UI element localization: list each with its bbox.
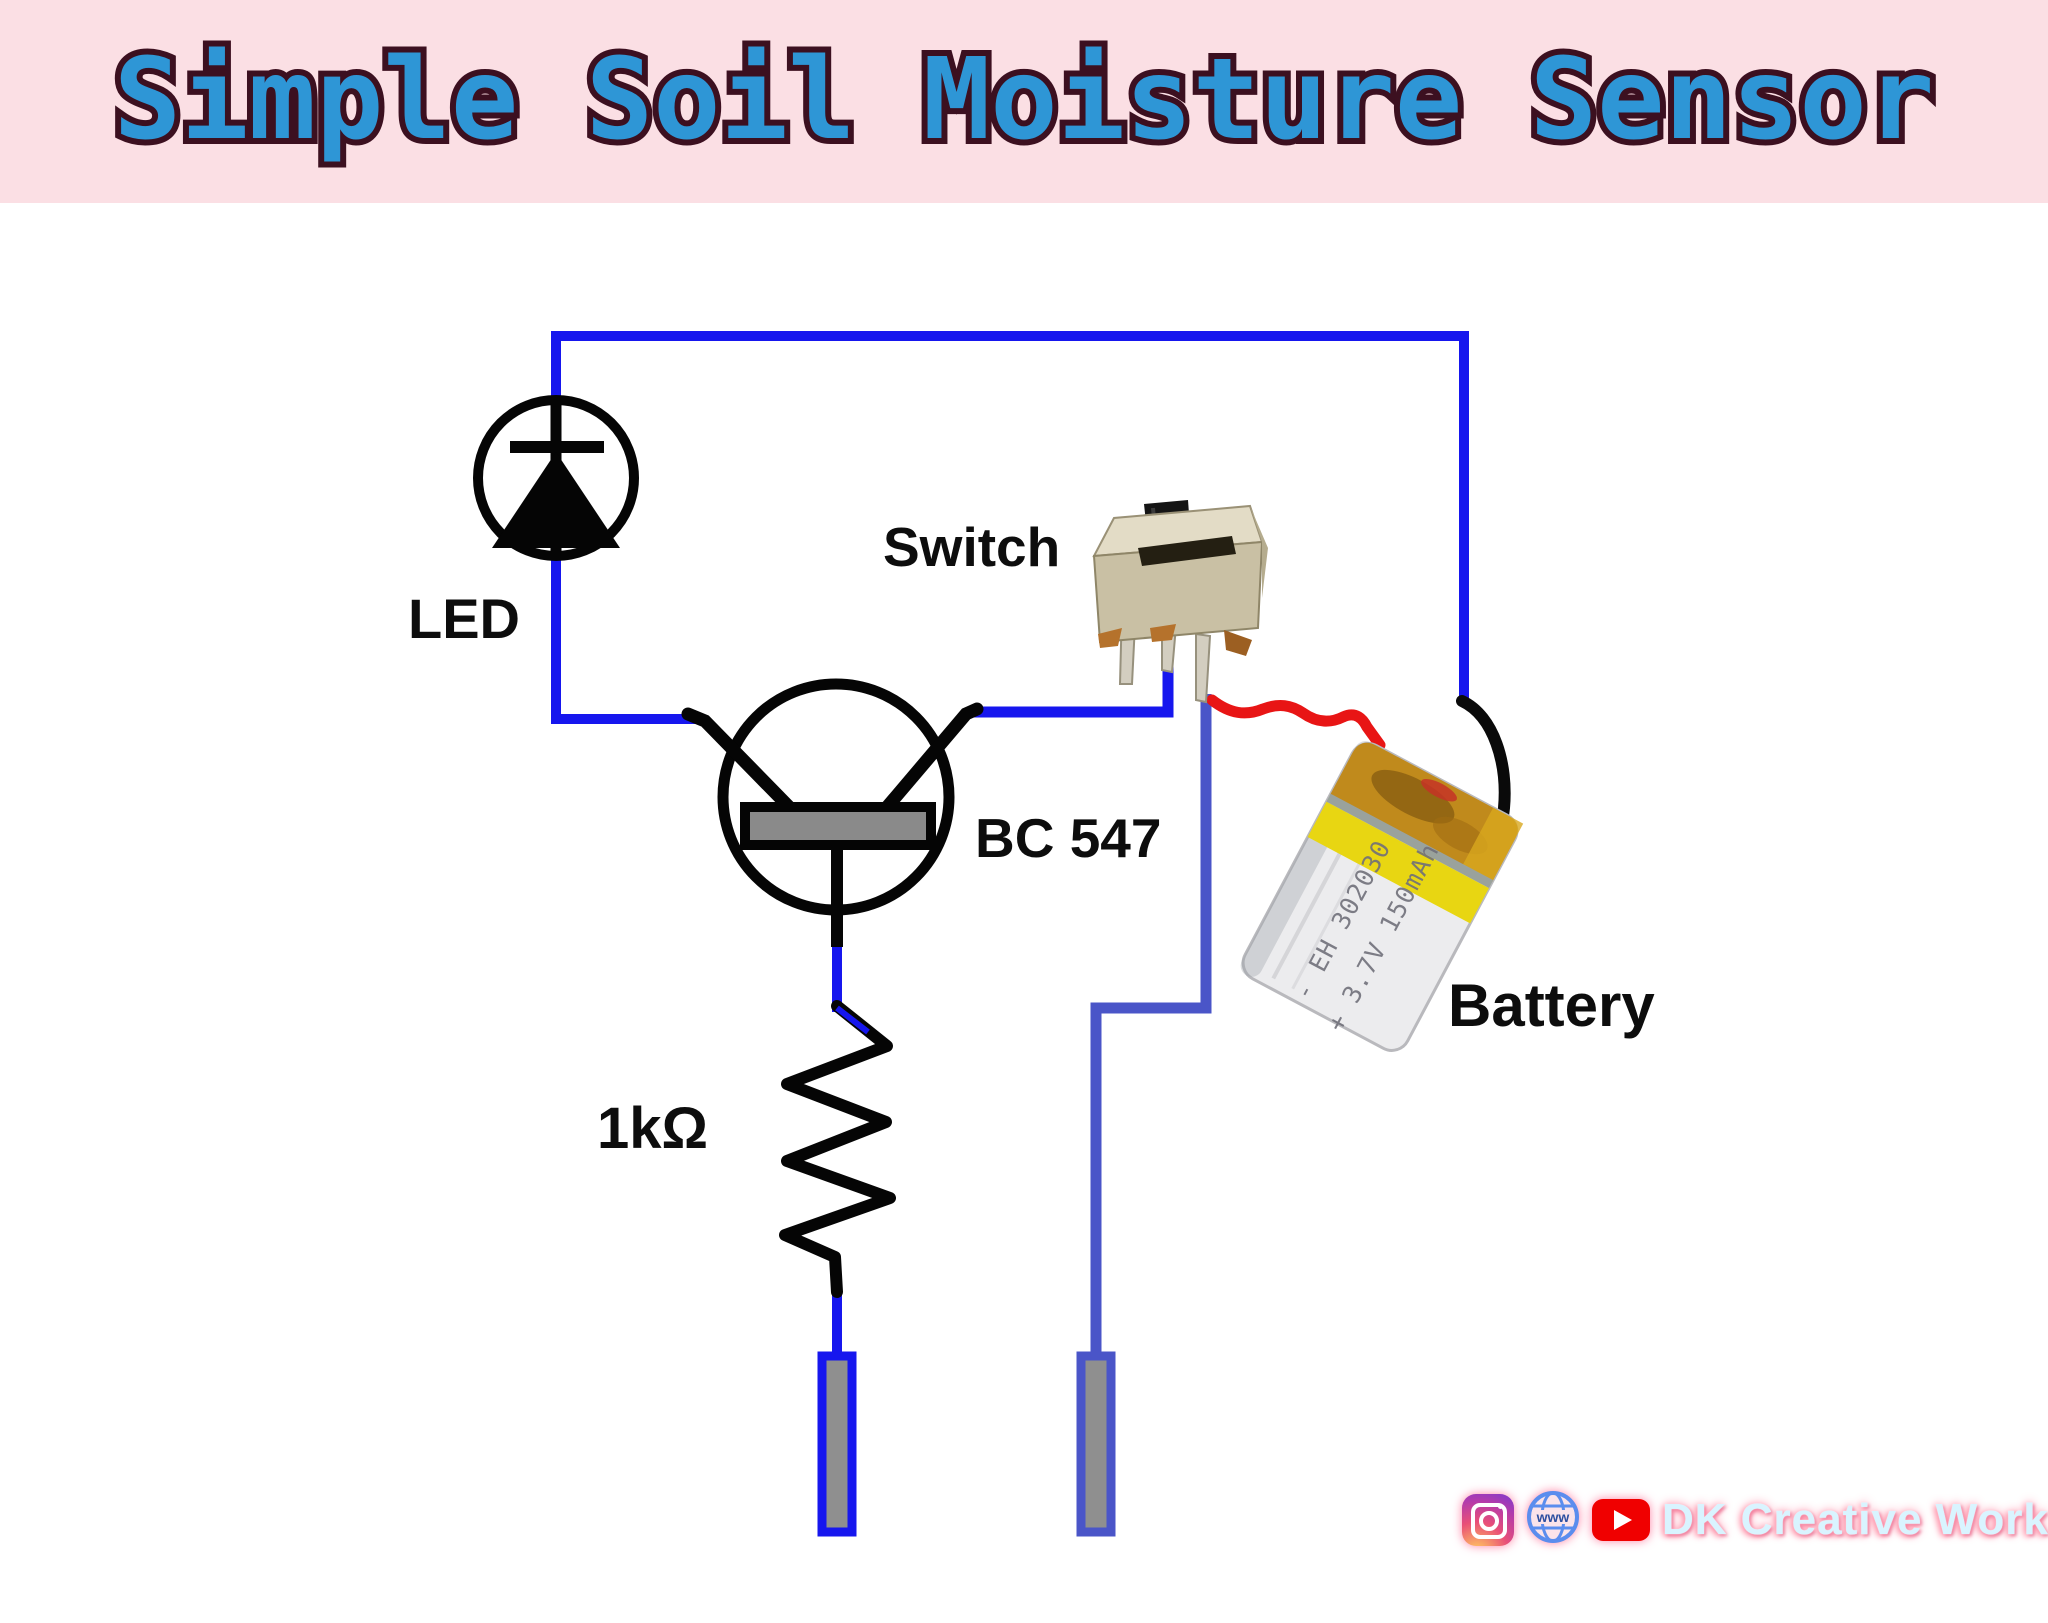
instagram-flash-dot <box>1498 1503 1503 1509</box>
wire-emitter-to-switch <box>970 664 1174 718</box>
page-title: Simple Soil Moisture Sensor Simple Soil … <box>0 34 2048 170</box>
youtube-play-triangle <box>1614 1509 1632 1530</box>
creator-watermark: www DK Creative Work <box>1462 1490 2048 1549</box>
led-symbol <box>473 395 639 561</box>
switch-label: Switch <box>883 516 1060 578</box>
wire-red-battery-positive <box>1206 694 1386 751</box>
page-title-outline: Simple Soil Moisture Sensor <box>108 34 1941 166</box>
instagram-icon <box>1462 1493 1514 1546</box>
left-probe <box>817 1351 857 1537</box>
right-probe <box>1076 1351 1116 1537</box>
wire-top-loop <box>551 331 1469 700</box>
globe-www-text: www <box>1536 1509 1570 1525</box>
resistor-symbol <box>779 1000 896 1298</box>
resistor-label: 1kΩ <box>597 1096 708 1161</box>
wire-led-to-transistor <box>551 556 697 724</box>
brand-text: DK Creative Work <box>1662 1494 2048 1544</box>
globe-www-icon: www <box>1526 1490 1580 1549</box>
instagram-lens <box>1479 1510 1499 1531</box>
slide-switch-photo <box>1092 500 1268 704</box>
youtube-icon <box>1592 1498 1650 1541</box>
wire-switch-to-right-probe <box>1090 694 1212 1358</box>
page-title-fill: Simple Soil Moisture Sensor <box>113 35 1935 165</box>
title-banner: Simple Soil Moisture Sensor Simple Soil … <box>0 0 2048 203</box>
transistor-symbol <box>681 678 984 947</box>
led-label: LED <box>408 587 520 650</box>
instagram-camera-outline <box>1471 1502 1507 1539</box>
transistor-label: BC 547 <box>975 807 1161 869</box>
battery-label: Battery <box>1448 972 1655 1039</box>
battery-photo: + 3.7V 150mAh - EH 302030 <box>1240 741 1524 1052</box>
